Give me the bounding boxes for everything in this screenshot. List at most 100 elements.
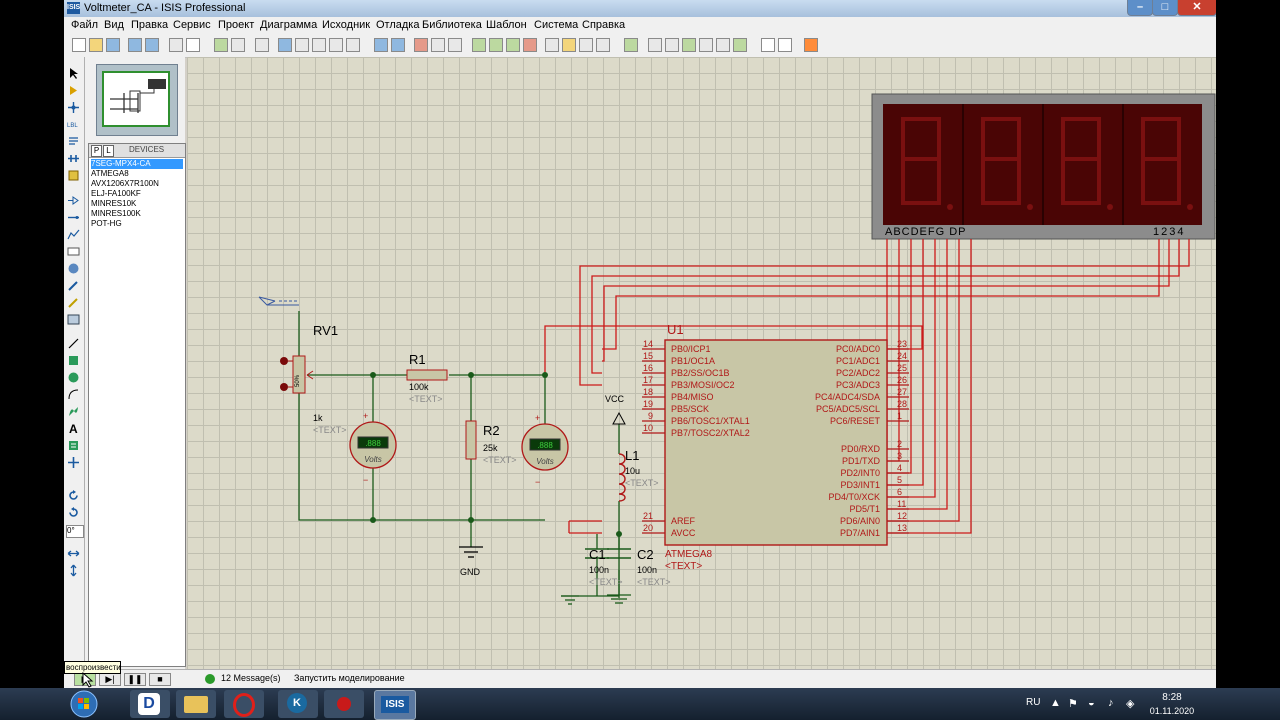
menu-edit[interactable]: Правка [131, 19, 169, 31]
wire-autorouter-icon[interactable] [624, 38, 638, 52]
schematic-canvas[interactable]: ABCDEFG DP 1234 [187, 57, 1216, 669]
menu-view[interactable]: Вид [104, 19, 124, 31]
zoom-all-icon[interactable] [329, 38, 343, 52]
pan-icon[interactable] [278, 38, 292, 52]
tray-chevron-icon[interactable]: ▲ [1050, 697, 1061, 709]
cut-icon[interactable] [414, 38, 428, 52]
l1-inductor[interactable] [618, 453, 626, 502]
device-item[interactable]: ATMEGA8 [91, 169, 129, 178]
wire-label-icon[interactable]: LBL [67, 118, 80, 131]
start-button-icon[interactable] [68, 689, 100, 719]
menu-debug[interactable]: Отладка [376, 19, 420, 31]
netlist-icon[interactable] [778, 38, 792, 52]
step-button[interactable]: ▶| [99, 673, 121, 686]
menu-design[interactable]: Проект [218, 19, 255, 31]
minimize-icon[interactable]: – [1127, 0, 1153, 16]
menu-graph[interactable]: Диаграмма [260, 19, 318, 31]
save-icon[interactable] [106, 38, 120, 52]
search-icon[interactable] [648, 38, 662, 52]
stop-button[interactable]: ■ [149, 673, 171, 686]
menu-tools[interactable]: Сервис [173, 19, 211, 31]
path-tool-icon[interactable] [67, 405, 80, 418]
menu-source[interactable]: Исходник [322, 19, 371, 31]
terminal-icon[interactable] [67, 194, 80, 207]
zoom-area-icon[interactable] [346, 38, 360, 52]
block-delete-icon[interactable] [523, 38, 537, 52]
r1-resistor[interactable] [406, 369, 448, 381]
text-script-icon[interactable] [67, 135, 80, 148]
clock-time[interactable]: 8:28 [1162, 692, 1182, 703]
clock-date[interactable]: 01.11.2020 [1149, 706, 1195, 716]
current-probe-icon[interactable] [67, 296, 80, 309]
graph-mode-icon[interactable] [67, 228, 80, 241]
remove-sheet-icon[interactable] [699, 38, 713, 52]
undo-icon[interactable] [374, 38, 388, 52]
maximize-icon[interactable]: □ [1152, 0, 1178, 16]
menu-library[interactable]: Библиотека [422, 19, 482, 31]
action-center-flag-icon[interactable]: ⚑ [1068, 698, 1078, 710]
text-tool-icon[interactable]: A [67, 422, 80, 435]
overview-viewport[interactable] [102, 71, 170, 127]
copy-icon[interactable] [431, 38, 445, 52]
redraw-icon[interactable] [214, 38, 228, 52]
device-item[interactable]: POT-HG [91, 219, 122, 228]
pause-button[interactable]: ❚❚ [124, 673, 146, 686]
circle-tool-icon[interactable] [67, 371, 80, 384]
marker-tool-icon[interactable] [67, 456, 80, 469]
electrical-rule-check-icon[interactable] [761, 38, 775, 52]
menu-template[interactable]: Шаблон [486, 19, 527, 31]
taskbar-recorder-icon[interactable] [324, 690, 364, 718]
arc-tool-icon[interactable] [67, 388, 80, 401]
menu-file[interactable]: Файл [71, 19, 99, 31]
messages-count[interactable]: 12 Message(s) [221, 673, 281, 683]
pick-from-libraries-tab[interactable]: P [91, 145, 102, 157]
mirror-horizontal-icon[interactable] [67, 547, 80, 560]
rotate-ccw-icon[interactable] [67, 506, 80, 519]
device-item[interactable]: ELJ-FA100KF [91, 189, 141, 198]
rotation-angle-field[interactable]: 0° [66, 525, 84, 538]
property-tool-icon[interactable] [665, 38, 679, 52]
make-device-icon[interactable] [562, 38, 576, 52]
r2-resistor[interactable] [465, 420, 477, 460]
probe-icon[interactable] [258, 296, 299, 306]
seven-segment-display[interactable] [871, 93, 1216, 240]
rv1-potentiometer[interactable] [280, 355, 314, 394]
taskbar-app-k-icon[interactable]: K [278, 690, 318, 718]
device-item[interactable]: AVX1206X7R100N [91, 179, 159, 188]
voltage-probe-icon[interactable] [67, 279, 80, 292]
decompose-icon[interactable] [596, 38, 610, 52]
taskbar-app-d-icon[interactable]: D [130, 690, 170, 718]
device-item[interactable]: MINRES10K [91, 199, 137, 208]
menu-help[interactable]: Справка [582, 19, 626, 31]
device-pin-icon[interactable] [67, 211, 80, 224]
paste-icon[interactable] [448, 38, 462, 52]
bus-icon[interactable] [67, 152, 80, 165]
new-file-icon[interactable] [72, 38, 86, 52]
bill-of-materials-icon[interactable] [733, 38, 747, 52]
origin-icon[interactable] [255, 38, 269, 52]
redo-icon[interactable] [391, 38, 405, 52]
mirror-vertical-icon[interactable] [67, 564, 80, 577]
print-icon[interactable] [169, 38, 183, 52]
selection-mode-icon[interactable] [67, 67, 80, 80]
generator-icon[interactable] [67, 262, 80, 275]
box-tool-icon[interactable] [67, 354, 80, 367]
language-indicator[interactable]: RU [1026, 697, 1041, 708]
tray-app-icon[interactable]: ◈ [1126, 698, 1135, 710]
open-file-icon[interactable] [89, 38, 103, 52]
voltmeter-2[interactable] [521, 423, 569, 471]
block-move-icon[interactable] [489, 38, 503, 52]
symbol-tool-icon[interactable] [67, 439, 80, 452]
library-manager-tab[interactable]: L [103, 145, 114, 157]
zoom-out-icon[interactable] [312, 38, 326, 52]
rotate-cw-icon[interactable] [67, 489, 80, 502]
opera-browser-icon[interactable] [224, 690, 264, 718]
new-sheet-icon[interactable] [682, 38, 696, 52]
device-item[interactable]: MINRES100K [91, 209, 141, 218]
tape-recorder-icon[interactable] [67, 245, 80, 258]
volume-icon[interactable]: ♪ [1108, 697, 1114, 709]
print-area-icon[interactable] [186, 38, 200, 52]
c2-capacitor[interactable] [607, 548, 631, 559]
file-explorer-icon[interactable] [176, 690, 216, 718]
block-rotate-icon[interactable] [506, 38, 520, 52]
